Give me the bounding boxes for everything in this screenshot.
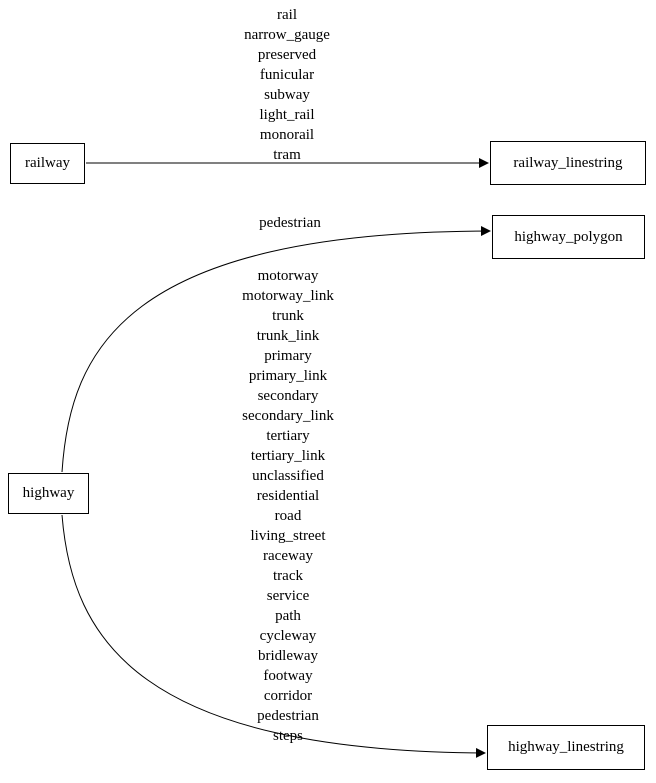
node-highway: highway: [8, 473, 89, 514]
edge-label: road: [274, 508, 302, 524]
node-highway-polygon: highway_polygon: [492, 215, 645, 259]
edge-labels-highway-to-highway-polygon: pedestrian: [230, 213, 350, 233]
edge-label: tram: [273, 147, 301, 163]
edge-label: tertiary: [266, 428, 310, 444]
edge-label: corridor: [263, 688, 313, 704]
edge-highway-to-highway-polygon: [61, 226, 491, 473]
node-highway-label: highway: [22, 485, 75, 501]
node-highway-polygon-label: highway_polygon: [514, 228, 623, 245]
edge-label: tertiary_link: [250, 448, 326, 464]
edge-label: secondary_link: [242, 408, 334, 424]
edge-label: service: [266, 588, 310, 604]
edge-label: raceway: [263, 548, 313, 564]
node-railway-linestring-label: railway_linestring: [513, 154, 623, 171]
edge-label: bridleway: [258, 648, 318, 664]
edge-label: primary: [264, 348, 312, 364]
node-railway: railway: [10, 143, 85, 184]
edge-label: residential: [256, 488, 320, 504]
edge-label: rail: [277, 7, 297, 23]
edge-highway-to-highway-linestring: [61, 514, 486, 758]
edge-label: trunk: [272, 308, 304, 324]
edge-label: steps: [273, 728, 303, 744]
edge-label: footway: [263, 668, 313, 684]
edge-label: living_street: [250, 528, 326, 544]
edge-label: motorway: [257, 268, 319, 284]
edge-labels-railway-to-railway-linestring: rail narrow_gauge preserved funicular su…: [197, 5, 377, 165]
edge-label: primary_link: [248, 368, 328, 384]
edge-label: pedestrian: [257, 708, 319, 724]
edge-label: funicular: [259, 67, 315, 83]
edge-label: monorail: [259, 127, 315, 143]
edge-label: track: [273, 568, 303, 584]
edge-label: trunk_link: [256, 328, 320, 344]
edge-label: path: [275, 608, 301, 624]
node-railway-linestring: railway_linestring: [490, 141, 646, 185]
node-highway-linestring-label: highway_linestring: [508, 739, 624, 755]
edge-label: motorway_link: [242, 288, 334, 304]
edge-label: subway: [264, 87, 310, 103]
edge-label: cycleway: [259, 628, 317, 644]
edge-label: secondary: [257, 388, 319, 404]
node-highway-linestring: highway_linestring: [487, 725, 645, 770]
edge-label: preserved: [257, 47, 317, 63]
edge-label: light_rail: [259, 107, 315, 123]
node-railway-label: railway: [25, 155, 70, 171]
edge-label: unclassified: [252, 468, 324, 484]
edge-label: pedestrian: [259, 215, 321, 231]
edge-labels-highway-to-highway-linestring: motorway motorway_link trunk trunk_link …: [198, 266, 378, 746]
edge-label: narrow_gauge: [244, 27, 330, 43]
